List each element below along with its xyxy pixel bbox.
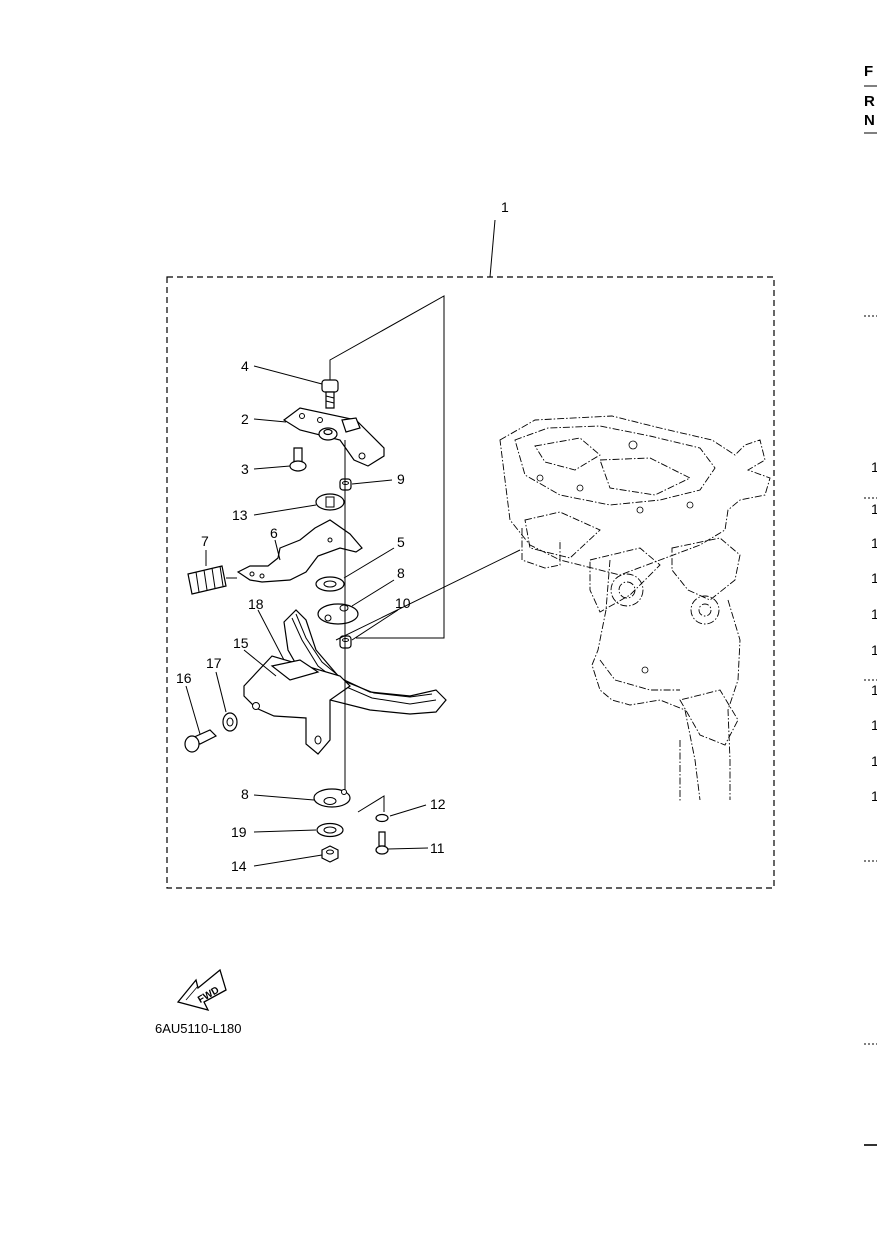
callout-4: 4 xyxy=(241,358,249,374)
callout-5: 5 xyxy=(397,534,405,550)
callout-16: 16 xyxy=(176,670,192,686)
part-3-bolt xyxy=(289,447,307,472)
edge-letter-n: N xyxy=(864,112,875,129)
callout-10: 10 xyxy=(395,595,411,611)
part-19-washer xyxy=(316,822,344,838)
part-7-grip xyxy=(187,565,227,595)
part-2-plate xyxy=(282,407,385,467)
edge-number: 1 xyxy=(871,535,877,551)
callout-8-lower: 8 xyxy=(241,786,249,802)
part-12-washer xyxy=(375,813,389,823)
edge-letter-r: R xyxy=(864,93,875,110)
right-edge-column: F R N 1 1 1 1 1 1 1 1 1 1 xyxy=(864,63,877,1146)
part-11-bolt xyxy=(375,831,389,855)
callout-15: 15 xyxy=(233,635,249,651)
callout-2: 2 xyxy=(241,411,249,427)
callout-17: 17 xyxy=(206,655,222,671)
callout-11: 11 xyxy=(430,840,445,856)
callout-12: 12 xyxy=(430,796,446,812)
callout-18: 18 xyxy=(248,596,264,612)
callout-6: 6 xyxy=(270,525,278,541)
edge-number: 1 xyxy=(871,606,877,622)
part-8-lower-bushing xyxy=(313,788,351,808)
part-5-washer xyxy=(315,576,345,592)
edge-number: 1 xyxy=(871,788,877,804)
callout-14: 14 xyxy=(231,858,247,874)
edge-letter-f: F xyxy=(864,63,873,80)
callout-labels: 1 2 3 4 5 6 7 8 8 9 10 11 12 13 14 15 16… xyxy=(176,199,509,874)
callout-13: 13 xyxy=(232,507,248,523)
edge-number: 1 xyxy=(871,642,877,658)
part-8-upper-bushing xyxy=(317,603,359,625)
assembly-boundary xyxy=(166,276,775,889)
part-17-washer xyxy=(222,712,238,732)
edge-number: 1 xyxy=(871,501,877,517)
leader-lines xyxy=(185,365,429,867)
callout-19: 19 xyxy=(231,824,247,840)
ghost-swivel-bracket xyxy=(499,415,771,802)
edge-number: 1 xyxy=(871,717,877,733)
callout-8-upper: 8 xyxy=(397,565,405,581)
part-16-bolt xyxy=(184,729,218,753)
part-6-lever xyxy=(236,519,363,583)
edge-number: 1 xyxy=(871,459,877,475)
fwd-arrow-icon: FWD xyxy=(176,968,227,1011)
figure-code: 6AU5110-L180 xyxy=(155,1021,242,1036)
part-14-nut xyxy=(321,845,339,863)
callout-9: 9 xyxy=(397,471,405,487)
part-4-screw xyxy=(321,379,339,409)
callout-7: 7 xyxy=(201,533,209,549)
edge-number: 1 xyxy=(871,753,877,769)
edge-number: 1 xyxy=(871,682,877,698)
assembly-lines xyxy=(329,219,521,813)
edge-number: 1 xyxy=(871,570,877,586)
callout-1: 1 xyxy=(501,199,509,215)
part-15-bracket xyxy=(243,655,351,755)
callout-3: 3 xyxy=(241,461,249,477)
part-13-washer xyxy=(315,493,345,511)
